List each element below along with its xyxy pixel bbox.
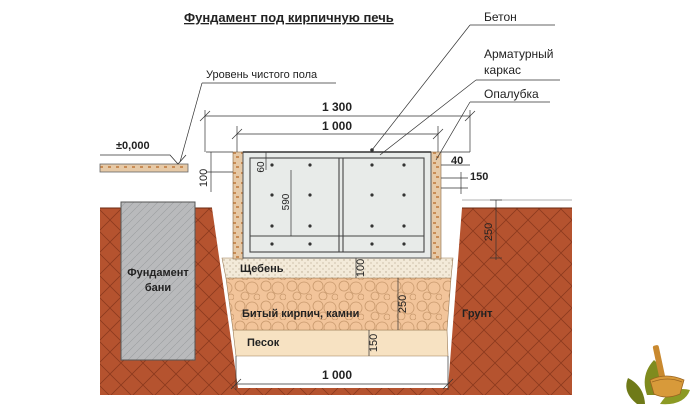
rebar-cage bbox=[249, 157, 425, 253]
concrete-label: Бетон bbox=[484, 10, 517, 24]
soil-label: Грунт bbox=[462, 308, 493, 320]
dim-100-layer: 100 bbox=[355, 259, 367, 277]
dim-width-bottom: 1 000 bbox=[322, 368, 352, 382]
dim-width-total: 1 300 bbox=[322, 100, 352, 114]
bath-foundation-label-1: Фундамент bbox=[127, 267, 189, 279]
concrete-block bbox=[242, 151, 432, 259]
formwork-label: Опалубка bbox=[484, 87, 539, 101]
rebar-label-2: каркас bbox=[484, 63, 521, 77]
zero-level-marker bbox=[100, 154, 187, 165]
dim-width-inner: 1 000 bbox=[322, 119, 352, 133]
floor-level-label: Уровень чистого пола bbox=[206, 69, 318, 81]
dim-150-layer: 150 bbox=[368, 334, 380, 352]
floor-slab bbox=[99, 163, 189, 173]
bath-ladle-logo-icon bbox=[626, 345, 690, 405]
dim-590: 590 bbox=[281, 193, 292, 210]
brick-stones-label: Битый кирпич, камни bbox=[242, 308, 359, 320]
soil-ground bbox=[100, 208, 572, 395]
dim-250-layer: 250 bbox=[397, 295, 409, 313]
gravel-label: Щебень bbox=[240, 263, 284, 275]
zero-level-label: ±0,000 bbox=[116, 140, 150, 152]
dim-100-left: 100 bbox=[198, 169, 210, 187]
rebar-dots bbox=[270, 163, 406, 246]
dim-150-side: 150 bbox=[470, 171, 488, 183]
brick-layer bbox=[225, 277, 452, 331]
formwork-left bbox=[232, 151, 244, 260]
rebar-label-1: Арматурный bbox=[484, 47, 553, 61]
bath-foundation bbox=[120, 201, 196, 361]
dim-40: 40 bbox=[451, 155, 463, 167]
dim-60: 60 bbox=[256, 161, 267, 173]
sand-label: Песок bbox=[247, 337, 280, 349]
dim-250-right: 250 bbox=[483, 223, 495, 241]
bath-foundation-label-2: бани bbox=[145, 282, 171, 294]
formwork-right bbox=[430, 151, 442, 260]
diagram-title: Фундамент под кирпичную печь bbox=[184, 10, 394, 25]
